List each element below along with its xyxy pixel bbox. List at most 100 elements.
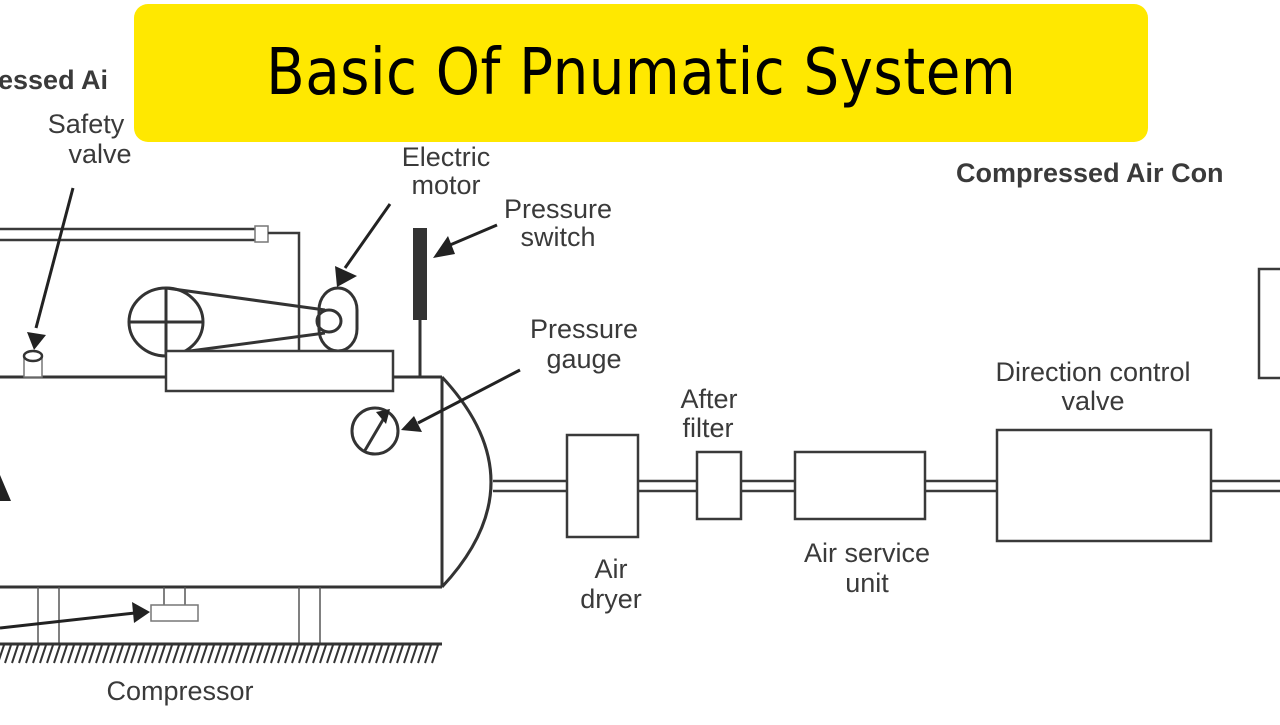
- hatch-mark: [333, 644, 341, 664]
- hatch-mark: [319, 644, 327, 664]
- pipe-coupling: [254, 225, 269, 243]
- hatch-mark: [340, 644, 348, 664]
- hatch-mark: [4, 644, 12, 664]
- hatch-mark: [39, 644, 47, 664]
- drive-belt: [165, 286, 326, 353]
- hatch-mark: [67, 644, 75, 664]
- hatch-mark: [102, 644, 110, 664]
- svg-text:filter: filter: [682, 413, 733, 443]
- direction-control-valve: [995, 428, 1213, 543]
- label-pressure-switch: Pressure switch: [504, 194, 612, 252]
- hatch-mark: [326, 644, 334, 664]
- hatch-mark: [116, 644, 124, 664]
- label-electric-motor: Electric motor: [402, 142, 491, 200]
- hatch-mark: [382, 644, 390, 664]
- title-banner: Basic Of Pnumatic System: [134, 4, 1148, 142]
- safety-valve: [22, 349, 44, 378]
- hatch-mark: [18, 644, 26, 664]
- hatch-mark: [214, 644, 222, 664]
- label-air-service-unit: Air service unit: [804, 538, 930, 598]
- hatch-mark: [270, 644, 278, 664]
- hatch-mark: [123, 644, 131, 664]
- compressor-pump: [127, 286, 205, 358]
- hatch-mark: [25, 644, 33, 664]
- after-filter: [695, 450, 743, 521]
- hatch-mark: [284, 644, 292, 664]
- hatch-mark: [305, 644, 313, 664]
- svg-text:motor: motor: [411, 170, 480, 200]
- arrow-pressure-switch: [433, 223, 498, 258]
- svg-text:Pressure: Pressure: [530, 314, 638, 344]
- hatch-mark: [207, 644, 215, 664]
- hatch-mark: [298, 644, 306, 664]
- arrow-compressor-left: [0, 475, 11, 501]
- hatch-mark: [144, 644, 152, 664]
- hatch-mark: [11, 644, 19, 664]
- hatch-mark: [60, 644, 68, 664]
- hatch-mark: [242, 644, 250, 664]
- hatch-mark: [291, 644, 299, 664]
- hatch-mark: [228, 644, 236, 664]
- svg-text:After: After: [680, 384, 737, 414]
- hatch-mark: [46, 644, 54, 664]
- hatch-mark: [375, 644, 383, 664]
- hatch-mark: [109, 644, 117, 664]
- arrow-drain: [0, 602, 150, 630]
- hatch-mark: [354, 644, 362, 664]
- main-air-line: [493, 479, 1280, 493]
- motor-base: [164, 349, 395, 393]
- hatch-mark: [151, 644, 159, 664]
- hatch-mark: [396, 644, 404, 664]
- label-safety-valve: Safety valve: [48, 109, 132, 169]
- hatch-mark: [361, 644, 369, 664]
- air-receiver-tank: [0, 375, 493, 589]
- svg-text:Air: Air: [595, 554, 628, 584]
- hatch-mark: [137, 644, 145, 664]
- title-text: Basic Of Pnumatic System: [266, 36, 1016, 110]
- hatch-mark: [200, 644, 208, 664]
- hatch-mark: [256, 644, 264, 664]
- hatch-mark: [403, 644, 411, 664]
- air-dryer: [565, 433, 640, 539]
- hatch-mark: [312, 644, 320, 664]
- hatch-mark: [165, 644, 173, 664]
- label-after-filter: After filter: [680, 384, 737, 443]
- svg-text:gauge: gauge: [546, 344, 621, 374]
- svg-text:dryer: dryer: [580, 584, 642, 614]
- section-header-right: Compressed Air Con: [956, 158, 1224, 188]
- air-service-unit: [793, 450, 927, 521]
- svg-text:Safety: Safety: [48, 109, 125, 139]
- hatch-mark: [81, 644, 89, 664]
- hatch-mark: [235, 644, 243, 664]
- hatch-mark: [347, 644, 355, 664]
- hatch-mark: [193, 644, 201, 664]
- hatch-mark: [130, 644, 138, 664]
- hatch-mark: [431, 644, 439, 664]
- drain-valve: [150, 587, 199, 622]
- svg-text:valve: valve: [1061, 386, 1124, 416]
- svg-text:unit: unit: [845, 568, 889, 598]
- electric-motor: [315, 286, 359, 353]
- hatch-mark: [88, 644, 96, 664]
- label-air-dryer: Air dryer: [580, 554, 642, 614]
- hatch-mark: [172, 644, 180, 664]
- tank-supports: [37, 587, 321, 644]
- svg-text:valve: valve: [68, 139, 131, 169]
- pressure-switch: [413, 228, 427, 377]
- hatch-mark: [263, 644, 271, 664]
- svg-text:switch: switch: [520, 222, 595, 252]
- hatch-mark: [368, 644, 376, 664]
- hatch-mark: [424, 644, 432, 664]
- svg-text:Electric: Electric: [402, 142, 491, 172]
- hatch-mark: [221, 644, 229, 664]
- actuator: [1257, 267, 1280, 380]
- label-compressor: Compressor: [106, 676, 253, 706]
- hatch-mark: [389, 644, 397, 664]
- intake-pipe: [0, 225, 301, 351]
- svg-text:Pressure: Pressure: [504, 194, 612, 224]
- hatch-mark: [53, 644, 61, 664]
- pressure-gauge: [350, 406, 400, 456]
- label-direction-control-valve: Direction control valve: [995, 357, 1190, 416]
